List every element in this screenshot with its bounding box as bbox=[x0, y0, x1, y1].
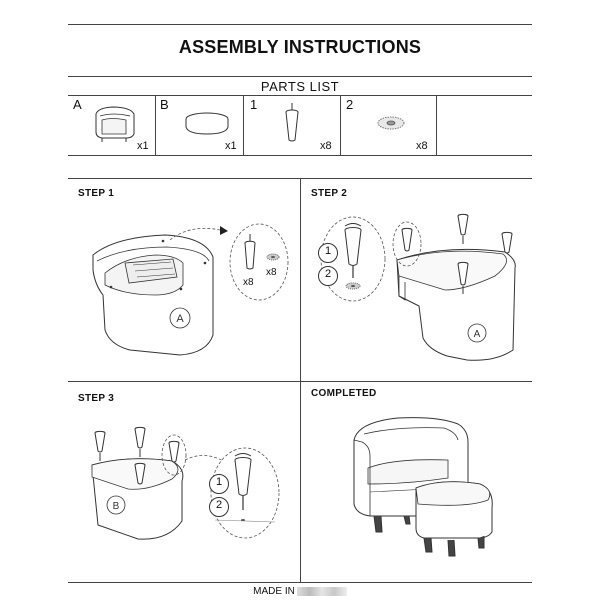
callout-1 bbox=[209, 474, 229, 494]
callout-2-label: 2 bbox=[215, 499, 223, 511]
step-2-title: STEP 2 bbox=[311, 188, 348, 199]
dashed-connector bbox=[184, 455, 226, 463]
leg-icon bbox=[285, 103, 299, 142]
parts-list-title: PARTS LIST bbox=[260, 79, 340, 94]
steps-bottom-rule bbox=[68, 582, 532, 583]
leg-front bbox=[134, 462, 146, 485]
washer-icon bbox=[377, 116, 405, 130]
title-rule bbox=[68, 76, 532, 77]
part-callout-a: A bbox=[474, 329, 481, 340]
leg-back-left bbox=[94, 430, 106, 461]
part-callout-b: B bbox=[113, 501, 120, 512]
redacted-country bbox=[296, 586, 347, 596]
parts-bottom-rule bbox=[68, 155, 532, 156]
part-label: A bbox=[73, 97, 82, 112]
callout-2 bbox=[209, 497, 229, 517]
callout-1-label: 1 bbox=[215, 476, 223, 488]
chair-upside-down-illustration: A bbox=[92, 234, 214, 356]
callout-2 bbox=[318, 266, 338, 286]
parts-divider-4 bbox=[436, 95, 437, 155]
steps-center-divider bbox=[300, 178, 301, 582]
footer-text: MADE IN bbox=[253, 586, 295, 597]
parts-detail-callout bbox=[229, 223, 289, 301]
page-title: ASSEMBLY INSTRUCTIONS bbox=[178, 37, 422, 57]
parts-divider-2 bbox=[243, 95, 244, 155]
washer-qty: x8 bbox=[266, 267, 277, 278]
part-label: B bbox=[160, 97, 169, 112]
part-qty: x1 bbox=[225, 140, 237, 152]
ottoman-base-illustration: B bbox=[91, 426, 187, 540]
parts-header-rule bbox=[68, 95, 532, 96]
leg-left-callout bbox=[392, 221, 422, 267]
leg-install-callout bbox=[210, 447, 280, 539]
leg-back-right bbox=[134, 426, 146, 457]
chair-base-illustration: A bbox=[392, 213, 516, 361]
completed-chair-ottoman-illustration bbox=[353, 417, 493, 557]
leg-qty: x8 bbox=[243, 277, 254, 288]
chair-icon bbox=[95, 106, 135, 142]
callout-1 bbox=[318, 243, 338, 263]
part-label: 1 bbox=[250, 97, 258, 112]
parts-divider-1 bbox=[155, 95, 156, 155]
step-3-title: STEP 3 bbox=[78, 393, 115, 404]
leg-top-right bbox=[501, 231, 513, 254]
callout-2-label: 2 bbox=[324, 268, 332, 280]
part-qty: x8 bbox=[416, 140, 428, 152]
leg-right-callout bbox=[161, 434, 187, 476]
dashed-arrow bbox=[169, 226, 228, 241]
part-qty: x8 bbox=[320, 140, 332, 152]
callout-1-label: 1 bbox=[324, 245, 332, 257]
leg-top-center bbox=[457, 213, 469, 244]
ottoman-icon bbox=[185, 112, 229, 135]
part-callout-a: A bbox=[176, 313, 184, 325]
parts-divider-3 bbox=[340, 95, 341, 155]
top-rule bbox=[68, 24, 532, 25]
step-1-title: STEP 1 bbox=[78, 188, 115, 199]
part-label: 2 bbox=[346, 97, 354, 112]
completed-title: COMPLETED bbox=[311, 388, 377, 399]
leg-middle bbox=[457, 261, 469, 294]
footer-made-in: MADE IN bbox=[0, 586, 600, 597]
part-qty: x1 bbox=[137, 140, 149, 152]
